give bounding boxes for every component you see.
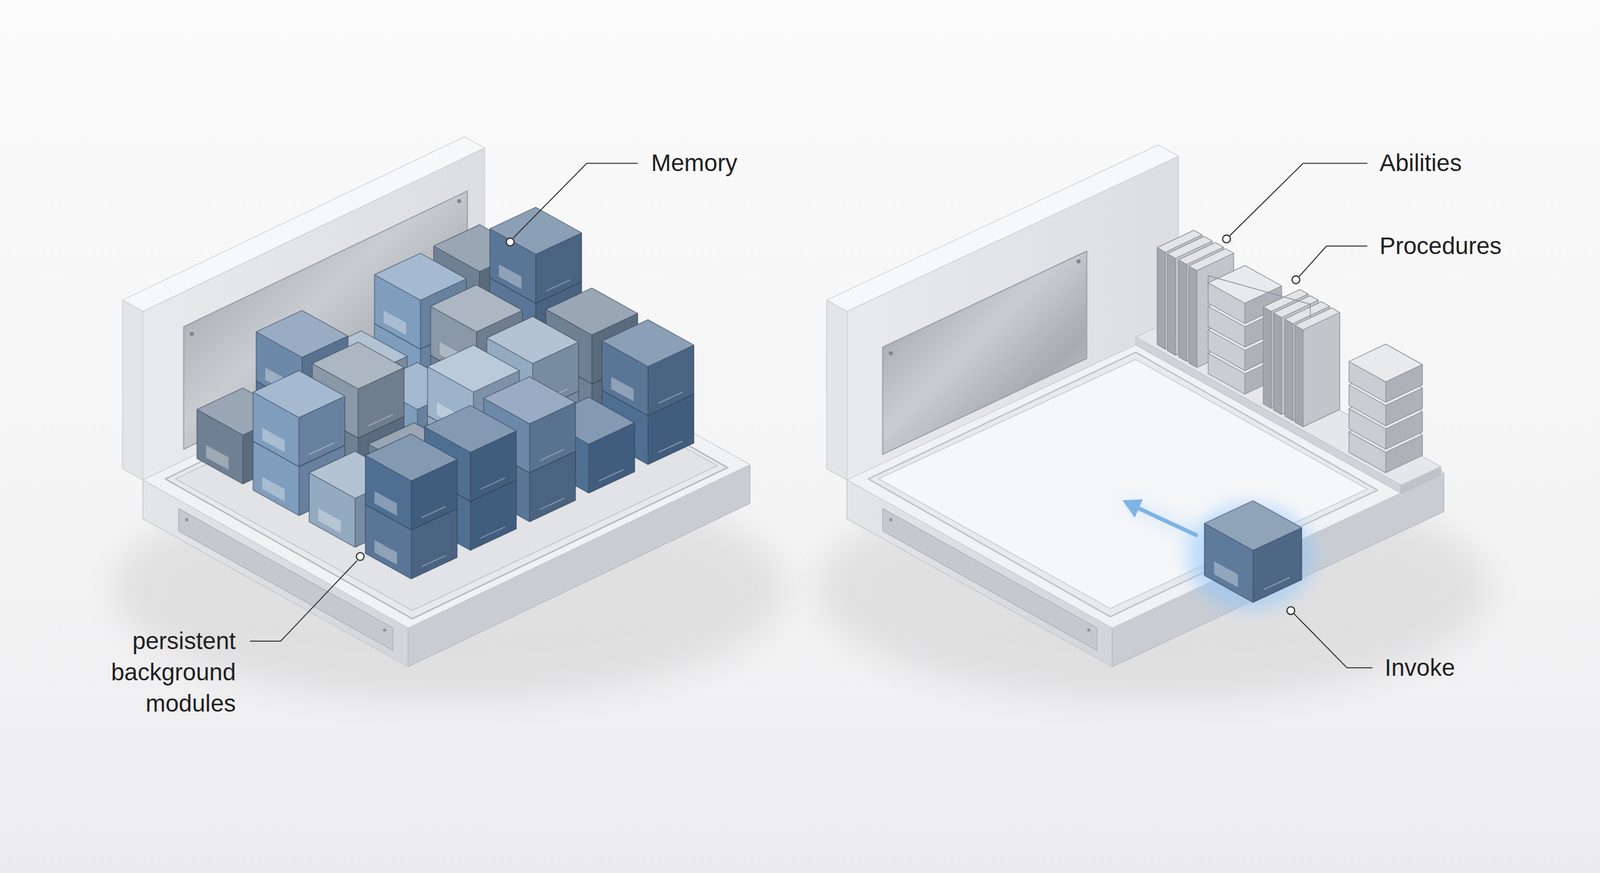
abilities-platform [826,144,1445,667]
callout-label: Procedures [1379,231,1585,261]
leader-lines [250,163,1373,668]
callout-label: persistent background modules [93,625,236,719]
ability-stacks [1157,230,1423,473]
callout-label: Memory [651,148,936,178]
callout-label: Invoke [1384,653,1584,682]
callout-label: Abilities [1379,148,1585,178]
memory-modules [197,207,695,579]
memory-platform [122,136,750,667]
invoke-cube [1122,498,1314,610]
